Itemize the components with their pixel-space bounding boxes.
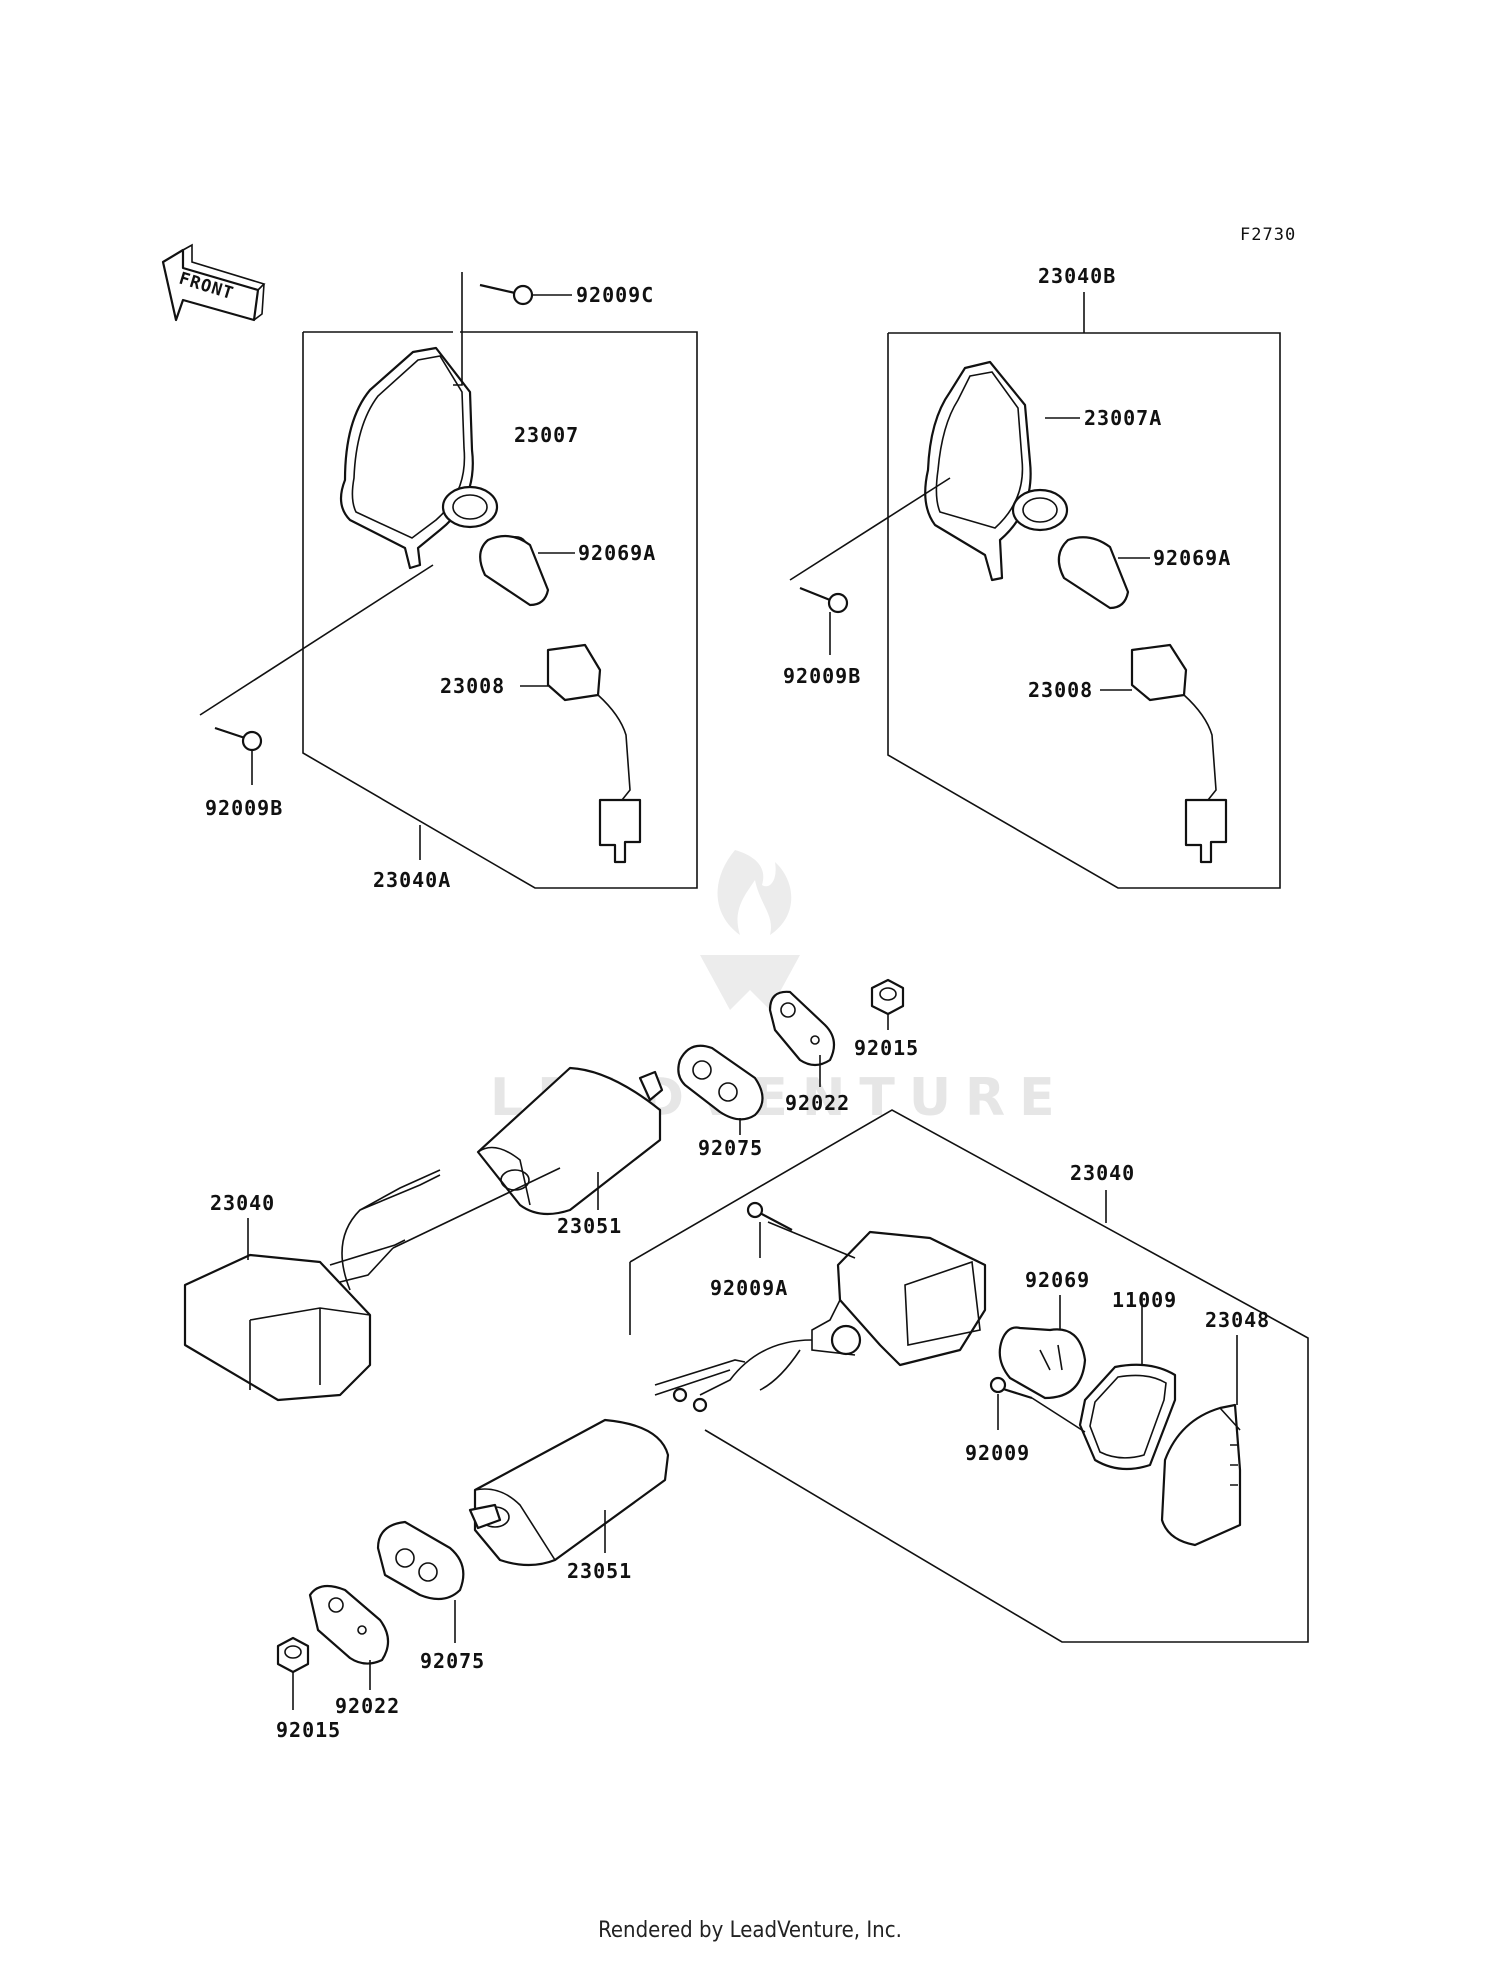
label-92022-top: 92022 (785, 1091, 850, 1115)
label-23008-left: 23008 (440, 674, 505, 698)
label-92015-top: 92015 (854, 1036, 919, 1060)
label-23008-right: 23008 (1028, 678, 1093, 702)
label-23048: 23048 (1205, 1308, 1270, 1332)
figure-code: F2730 (1240, 225, 1296, 245)
label-92022-bottom: 92022 (335, 1694, 400, 1718)
label-92069: 92069 (1025, 1268, 1090, 1292)
label-92075-top: 92075 (698, 1136, 763, 1160)
label-92009A: 92009A (710, 1276, 788, 1300)
label-23051-top: 23051 (557, 1214, 622, 1238)
label-92069A-left: 92069A (578, 541, 656, 565)
label-92075-bottom: 92075 (420, 1649, 485, 1673)
footer-credit: Rendered by LeadVenture, Inc. (598, 1918, 902, 1943)
assembly-23040A (199, 272, 698, 889)
part-labels: 92009C 23007 92069A 23008 92009B 23040A … (205, 264, 1270, 1742)
label-92069A-right: 92069A (1153, 546, 1231, 570)
label-23007: 23007 (514, 423, 579, 447)
label-23051-bottom: 23051 (567, 1559, 632, 1583)
lower-mount-parts (183, 978, 1309, 1710)
label-92015-bottom: 92015 (276, 1718, 341, 1742)
label-11009: 11009 (1112, 1288, 1177, 1312)
label-23040-right: 23040 (1070, 1161, 1135, 1185)
label-92009B-right: 92009B (783, 664, 861, 688)
label-23007A: 23007A (1084, 406, 1162, 430)
label-23040B: 23040B (1038, 264, 1116, 288)
assembly-23040B (789, 292, 1281, 889)
label-23040A: 23040A (373, 868, 451, 892)
label-92009C: 92009C (576, 283, 654, 307)
label-92009: 92009 (965, 1441, 1030, 1465)
label-92009B-left: 92009B (205, 796, 283, 820)
label-23040-left: 23040 (210, 1191, 275, 1215)
front-arrow-icon: FRONT (161, 243, 266, 322)
